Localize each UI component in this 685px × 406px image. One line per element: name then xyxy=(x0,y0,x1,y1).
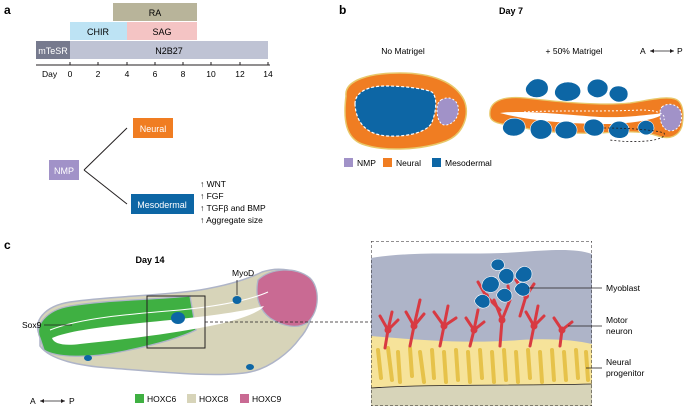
legend-label-mesodermal: Mesodermal xyxy=(445,158,492,168)
legend-swatch-nmp xyxy=(344,158,353,167)
myoblast-spot xyxy=(171,312,185,324)
neural-box xyxy=(133,118,173,138)
basal-boundary xyxy=(371,383,592,389)
legend-label-nmp: NMP xyxy=(357,158,376,168)
neural-tube-lumen xyxy=(52,306,264,345)
tick-label: 14 xyxy=(263,69,273,79)
mtesr-label: mTeSR xyxy=(38,46,68,56)
tick-label: 4 xyxy=(125,69,130,79)
myod-spot xyxy=(232,296,242,304)
legend-swatch-mesodermal xyxy=(432,158,441,167)
day-axis-ticks xyxy=(69,62,269,65)
nmp-tissue-matrigel xyxy=(659,103,682,132)
basal-layer xyxy=(371,384,592,406)
panel-c-label: c xyxy=(4,238,11,252)
myoblast-label: Myoblast xyxy=(606,283,641,293)
inset-annotations: Myoblast Motor neuron Neural progenitor xyxy=(528,283,644,378)
neural-boundary xyxy=(49,291,269,331)
ap-axis-c: A P xyxy=(30,396,75,406)
mesodermal-box-label: Mesodermal xyxy=(137,200,187,210)
motor-neuron-label-1: Motor xyxy=(606,315,628,325)
legend-swatch-hoxc6 xyxy=(135,394,144,403)
legend-swatch-neural xyxy=(383,158,392,167)
motor-neuron-somas xyxy=(384,293,566,334)
neural-progenitor-label-2: progenitor xyxy=(606,368,644,378)
anterior-label: A xyxy=(640,46,646,56)
anterior-label: A xyxy=(30,396,36,406)
tick-label: 12 xyxy=(235,69,245,79)
legend-label-hoxc8: HOXC8 xyxy=(199,394,229,404)
legend-b: NMP Neural Mesodermal xyxy=(344,158,492,168)
day14-title: Day 14 xyxy=(135,255,164,265)
tick-label: 2 xyxy=(96,69,101,79)
chir-bar xyxy=(70,22,127,40)
matrigel-caption: + 50% Matrigel xyxy=(546,46,603,56)
factor-aggregate-size: ↑ Aggregate size xyxy=(200,215,263,225)
muscle-spot xyxy=(246,364,254,370)
day7-title: Day 7 xyxy=(499,6,523,16)
mesodermal-box xyxy=(131,194,194,214)
myoblast-cells xyxy=(474,258,533,309)
inset-zoom xyxy=(371,241,592,406)
tick-label: 10 xyxy=(206,69,216,79)
tick-label: 6 xyxy=(153,69,158,79)
nmp-box-label: NMP xyxy=(54,166,74,176)
organoid-no-matrigel xyxy=(344,72,467,150)
posterior-label: P xyxy=(677,46,683,56)
branch-line-neural xyxy=(83,127,128,171)
neural-tube-lumen xyxy=(500,111,665,124)
ap-axis-b: A P xyxy=(640,46,683,56)
ra-bar xyxy=(113,3,197,21)
matrigel-boundary xyxy=(523,109,665,121)
myod-label: MyoD xyxy=(232,268,254,278)
timeline-chart: RA CHIR SAG mTeSR N2B27 Day 0 2 4 6 8 10… xyxy=(36,3,273,79)
motor-neuron-label-2: neuron xyxy=(606,326,633,336)
mtesr-bar xyxy=(36,41,70,59)
neural-box-label: Neural xyxy=(140,124,167,134)
panel-a-label: a xyxy=(4,3,11,17)
legend-label-neural: Neural xyxy=(396,158,421,168)
muscle-spot xyxy=(84,355,92,361)
ra-label: RA xyxy=(149,8,162,18)
tick-label: 0 xyxy=(68,69,73,79)
sag-bar xyxy=(127,22,197,40)
day-axis-label: Day xyxy=(42,69,58,79)
neural-progenitor-cells xyxy=(376,346,590,384)
tick-label: 8 xyxy=(181,69,186,79)
factor-fgf: ↑ FGF xyxy=(200,191,224,201)
n2b27-bar xyxy=(70,41,268,59)
fate-tree: NMP Neural Mesodermal ↑ WNT ↑ FGF ↑ TGFβ… xyxy=(49,118,266,225)
legend-c: HOXC6 HOXC8 HOXC9 xyxy=(135,394,282,404)
no-matrigel-caption: No Matrigel xyxy=(381,46,425,56)
n2b27-label: N2B27 xyxy=(155,46,183,56)
posterior-label: P xyxy=(69,396,75,406)
sag-label: SAG xyxy=(152,27,171,37)
branch-line-mesodermal xyxy=(83,169,128,205)
legend-label-hoxc6: HOXC6 xyxy=(147,394,177,404)
organoid-matrigel xyxy=(489,78,684,142)
legend-swatch-hoxc8 xyxy=(187,394,196,403)
sox9-label: Sox9 xyxy=(22,320,42,330)
legend-swatch-hoxc9 xyxy=(240,394,249,403)
nmp-tissue xyxy=(436,97,459,126)
mesodermal-clusters xyxy=(502,78,655,140)
panel-b-label: b xyxy=(339,3,346,17)
organoid-day14 xyxy=(36,268,318,376)
mesodermal-tissue xyxy=(354,85,437,137)
factor-wnt: ↑ WNT xyxy=(200,179,226,189)
matrigel-outline xyxy=(603,127,665,142)
chir-label: CHIR xyxy=(87,27,109,37)
nmp-box xyxy=(49,160,79,180)
factor-tgfb-bmp: ↑ TGFβ and BMP xyxy=(200,203,266,213)
neural-progenitor-label-1: Neural xyxy=(606,357,631,367)
legend-label-hoxc9: HOXC9 xyxy=(252,394,282,404)
